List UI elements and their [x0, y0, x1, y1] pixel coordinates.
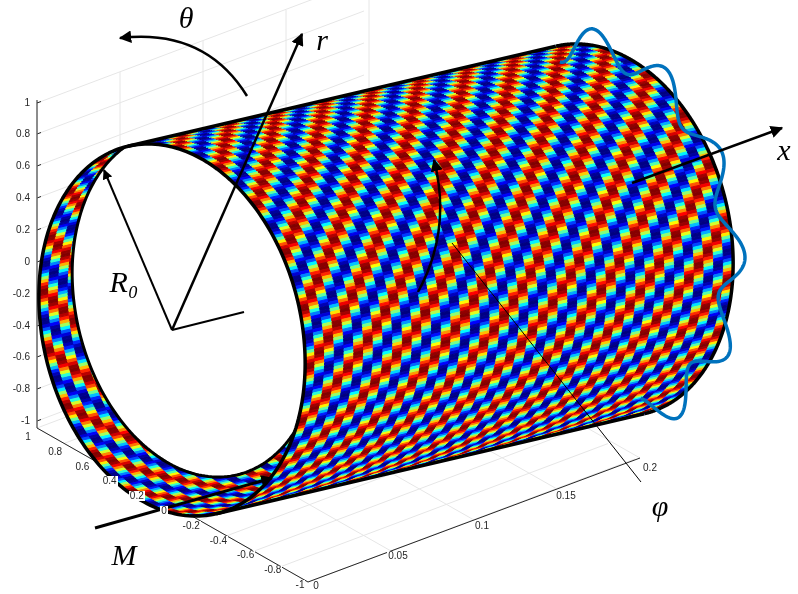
angle-symbol: φ	[652, 491, 669, 521]
tick-label: 0.15	[555, 491, 576, 501]
tick-label: 0.2	[642, 463, 658, 473]
radius-arrow	[104, 170, 172, 330]
tick-label: -0.6	[236, 550, 255, 560]
phase-arrow	[418, 160, 440, 292]
tick-label: 0.2	[15, 225, 31, 235]
tick-label: 0.05	[387, 551, 408, 561]
tick-label: 0.4	[15, 193, 31, 203]
tick-label: 1	[24, 432, 32, 442]
tick-label: 0	[312, 581, 320, 591]
tick-label: -0.2	[182, 521, 201, 531]
tick-label: -0.6	[12, 352, 31, 362]
axis-label: x	[777, 135, 790, 165]
theta-arrow	[120, 37, 247, 96]
x-arrow	[632, 128, 782, 183]
tick-label: -0.4	[209, 536, 228, 546]
angle-symbol: θ	[179, 3, 194, 33]
tick-label: 0.6	[15, 161, 31, 171]
tick-label: -0.2	[12, 289, 31, 299]
r-arrow	[172, 34, 302, 330]
flow-label: M	[112, 540, 137, 570]
tick-label: 0.8	[47, 447, 63, 457]
tick-label: 0.4	[102, 476, 118, 486]
tick-label: -0.4	[12, 321, 31, 331]
radius-line	[172, 312, 244, 330]
tick-label: -0.8	[263, 565, 282, 575]
tick-label: -0.8	[12, 384, 31, 394]
leader-line	[452, 243, 641, 482]
axis-label: r	[316, 25, 328, 55]
tick-label: 0.2	[129, 491, 145, 501]
tick-label: 0	[23, 257, 31, 267]
tick-label: 0.1	[474, 521, 490, 531]
tick-label: 1	[23, 98, 31, 108]
tick-label: 0	[160, 506, 168, 516]
radius-label: R₀	[110, 267, 139, 297]
tick-label: 0.8	[15, 129, 31, 139]
tick-label: 0.6	[74, 462, 90, 472]
tick-label: -1	[20, 416, 31, 426]
tick-label: -1	[295, 580, 306, 590]
